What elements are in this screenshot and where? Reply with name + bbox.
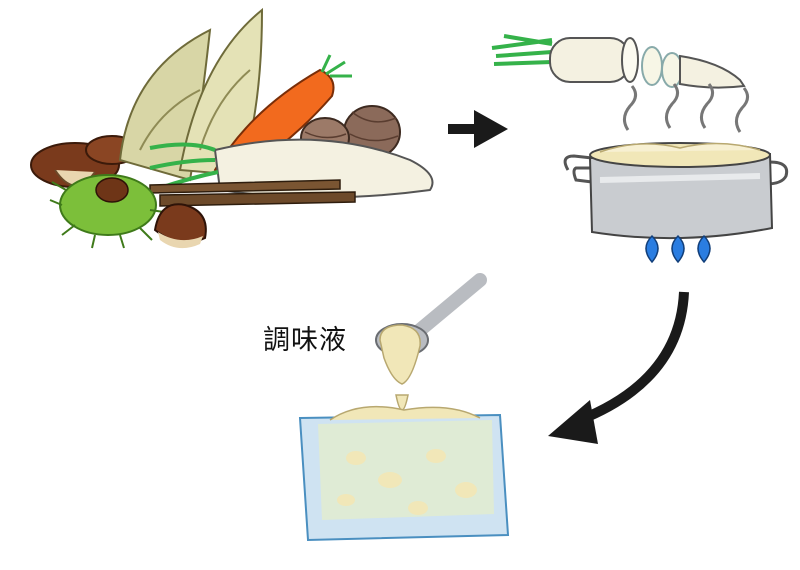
- seasoning-label: 調味液: [263, 325, 347, 356]
- arrow-right-icon: [448, 110, 508, 148]
- vegetables-icon: [30, 7, 434, 249]
- gas-flame-icon: [645, 234, 711, 264]
- cooking-pot-icon: [563, 83, 789, 240]
- spoon-icon: [375, 273, 487, 411]
- curved-arrow-icon: [548, 291, 689, 444]
- pouch-icon: [298, 405, 510, 542]
- sliced-daikon-icon: [491, 34, 746, 89]
